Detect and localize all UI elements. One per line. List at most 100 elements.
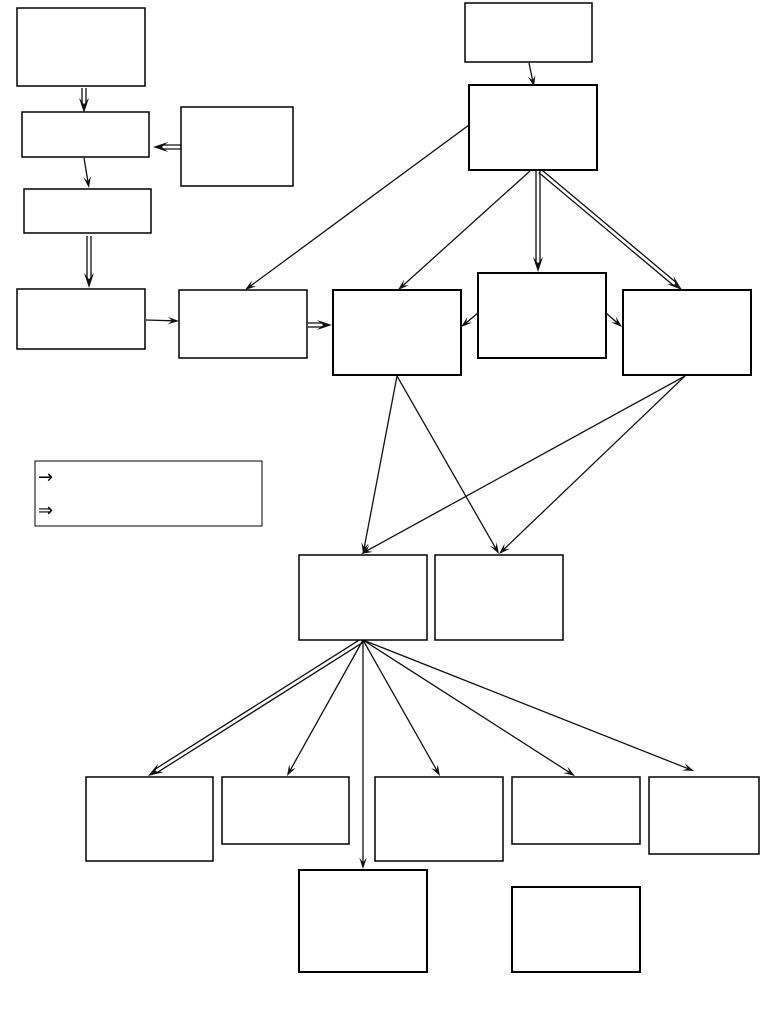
arrowhead-icon <box>532 256 544 272</box>
edge-line <box>145 319 174 322</box>
edges-layer <box>78 62 694 869</box>
edge-n9-to-n6 <box>245 124 470 290</box>
edge-line <box>83 157 89 183</box>
node-box-n18 <box>648 776 760 855</box>
arrowhead-icon <box>361 542 369 554</box>
arrowhead-icon <box>398 279 409 290</box>
edge-n7-to-n12 <box>361 375 398 554</box>
edge-n12-to-n16 <box>362 639 440 776</box>
node-box-n9 <box>468 84 598 171</box>
edge-n4-to-n5 <box>83 236 95 288</box>
node-n3 <box>180 106 294 187</box>
node-box-n20 <box>298 869 428 973</box>
edge-n8-to-n9 <box>527 62 536 87</box>
edge-line <box>396 375 497 550</box>
legend-single-arrow-icon: → <box>38 467 53 488</box>
node-box-n8 <box>464 2 593 63</box>
edge-n10-to-n11 <box>605 312 622 327</box>
edge-n12-to-n15 <box>287 639 364 776</box>
node-box-n19 <box>511 886 641 973</box>
arrowhead-icon <box>287 764 296 776</box>
edge-n11-to-n13 <box>499 375 686 554</box>
node-box-n1 <box>16 7 146 87</box>
edge-n6-to-n7 <box>308 319 332 331</box>
edge-n9-to-n11 <box>538 168 682 290</box>
node-n19 <box>511 886 641 973</box>
arrowhead-icon <box>461 316 473 327</box>
edge-line <box>289 639 364 772</box>
edge-line-2 <box>155 641 365 774</box>
edge-n12-to-n17 <box>362 639 575 776</box>
node-box-n16 <box>374 776 504 862</box>
edge-n11-to-n12 <box>361 375 686 554</box>
arrowhead-icon <box>83 272 95 288</box>
node-n7 <box>332 289 462 376</box>
node-n8 <box>464 2 593 63</box>
edge-line <box>465 312 479 324</box>
legend: → ⇒ <box>34 460 263 527</box>
node-n18 <box>648 776 760 855</box>
arrowhead-icon <box>316 319 332 331</box>
arrowhead-icon <box>245 280 257 290</box>
node-n20 <box>298 869 428 973</box>
arrowhead-icon <box>563 766 575 776</box>
arrowhead-icon <box>499 543 510 554</box>
edge-n12-to-n18 <box>362 639 694 771</box>
node-box-n3 <box>180 106 294 187</box>
arrowhead-icon <box>667 276 682 290</box>
arrowhead-icon <box>83 176 91 188</box>
node-n14 <box>85 776 214 862</box>
node-box-n15 <box>221 776 350 845</box>
edge-n1-to-n2 <box>78 88 90 113</box>
arrowhead-icon <box>490 542 499 554</box>
edge-n12-to-n20 <box>359 640 367 869</box>
node-n12 <box>298 554 428 641</box>
edge-line-2 <box>540 168 678 284</box>
node-box-n6 <box>178 289 308 359</box>
node-n17 <box>511 776 641 845</box>
arrowhead-icon <box>148 763 164 776</box>
arrowhead-icon <box>359 857 367 869</box>
arrowhead-icon <box>153 141 169 153</box>
edge-n2-to-n4 <box>83 157 91 188</box>
node-box-n4 <box>23 188 152 234</box>
legend-box <box>34 460 263 527</box>
node-box-n7 <box>332 289 462 376</box>
arrowhead-icon <box>682 763 694 771</box>
edge-line <box>502 375 686 551</box>
node-box-n13 <box>434 554 564 641</box>
edge-n9-to-n10 <box>532 171 544 272</box>
edge-line <box>249 124 470 287</box>
edge-line <box>365 375 686 552</box>
node-n9 <box>468 84 598 171</box>
node-box-n10 <box>477 272 607 359</box>
arrowhead-icon <box>78 97 90 113</box>
node-n11 <box>622 289 752 376</box>
edge-n12-to-n14 <box>148 637 365 776</box>
edge-n7-to-n13 <box>396 375 499 554</box>
edge-line <box>363 375 398 549</box>
edge-n9-to-n7 <box>398 170 531 290</box>
edge-line <box>402 170 531 287</box>
node-n1 <box>16 7 146 87</box>
node-box-n5 <box>16 288 146 350</box>
nodes-layer <box>16 2 760 973</box>
node-n4 <box>23 188 152 234</box>
edge-line-1 <box>538 172 676 287</box>
edge-line <box>528 62 534 82</box>
edge-line <box>362 639 689 770</box>
edge-n10-to-n7 <box>461 312 479 327</box>
node-n15 <box>221 776 350 845</box>
node-box-n14 <box>85 776 214 862</box>
edge-line <box>362 639 438 772</box>
node-box-n2 <box>21 111 150 158</box>
node-n16 <box>374 776 504 862</box>
node-n2 <box>21 111 150 158</box>
node-n5 <box>16 288 146 350</box>
legend-double-arrow-icon: ⇒ <box>38 500 53 521</box>
arrowhead-icon <box>431 764 440 776</box>
edge-line-1 <box>153 637 363 771</box>
edge-line <box>605 312 618 324</box>
node-box-n17 <box>511 776 641 845</box>
